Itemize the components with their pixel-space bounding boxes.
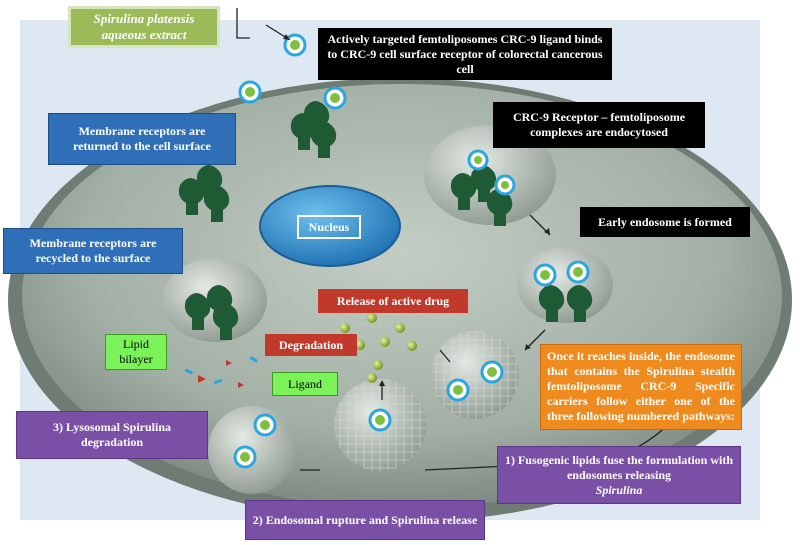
receptor-group-returned [178,165,230,222]
label-degradation: Degradation [265,334,357,356]
label-fusogenic-text: 1) Fusogenic lipids fuse the formulation… [504,453,734,498]
label-release-drug-text: Release of active drug [336,293,450,308]
extract-title-line-2: aqueous extract [101,27,187,42]
label-targeted: Actively targeted femtoliposomes CRC-9 l… [318,28,612,80]
label-early-endosome-text: Early endosome is formed [598,214,732,229]
label-targeted-text: Actively targeted femtoliposomes CRC-9 l… [327,31,603,76]
label-lipid-bilayer: Lipid bilayer [105,334,167,370]
label-endocytosed: CRC-9 Receptor – femtoliposome complexes… [493,102,705,148]
label-returned: Membrane receptors are returned to the c… [48,113,236,165]
label-ligand: Ligand [272,372,338,396]
arrow-heads [283,34,550,386]
label-recycled: Membrane receptors are recycled to the s… [3,228,183,274]
label-once-inside: Once it reaches inside, the endosome tha… [540,344,742,430]
label-lipid-bilayer-text: Lipid bilayer [119,337,153,366]
label-release-drug: Release of active drug [318,289,468,313]
extract-title: Spirulina platensis aqueous extract [68,6,220,48]
degradation-fragments [184,356,258,388]
receptor-group-vesicle [450,165,513,226]
label-lysosomal: 3) Lysosomal Spirulina degradation [16,411,208,459]
label-rupture: 2) Endosomal rupture and Spirulina relea… [245,500,485,540]
label-endocytosed-text: CRC-9 Receptor – femtoliposome complexes… [512,110,686,139]
label-returned-text: Membrane receptors are returned to the c… [73,124,211,153]
label-degradation-text: Degradation [279,337,343,352]
label-once-inside-text: Once it reaches inside, the endosome tha… [547,349,735,423]
label-recycled-text: Membrane receptors are recycled to the s… [29,236,157,265]
liposome-cores [240,40,583,462]
label-rupture-text: 2) Endosomal rupture and Spirulina relea… [252,512,478,527]
receptor-group-recycle [184,285,239,340]
label-fusogenic: 1) Fusogenic lipids fuse the formulation… [497,446,741,504]
label-early-endosome: Early endosome is formed [580,207,750,237]
label-lysosomal-text: 3) Lysosomal Spirulina degradation [52,420,172,449]
label-fusogenic-italic: Spirulina [595,482,643,497]
early-endosome [517,247,613,323]
nucleus [259,185,401,267]
extract-title-line-1: Spirulina platensis [93,11,195,26]
drug-particles [340,313,417,383]
label-ligand-text: Ligand [288,376,322,391]
receptor-group-surface [290,101,337,158]
label-fusogenic-main: 1) Fusogenic lipids fuse the formulation… [504,452,733,482]
fusogenic-endosome-mesh [431,331,519,419]
nucleus-label: Nucleus [297,215,361,239]
receptor-group-endosome [538,285,593,322]
